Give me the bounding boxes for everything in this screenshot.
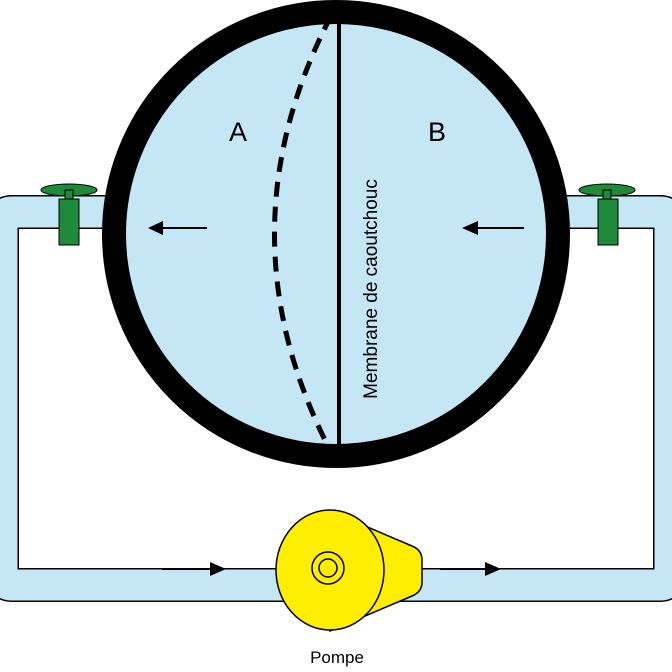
valve-right-icon — [578, 183, 636, 246]
arrow-right-icon — [440, 562, 501, 576]
chamber-a-label: A — [229, 117, 247, 147]
arrow-left-icon — [148, 221, 207, 235]
valve-left-icon — [40, 183, 98, 246]
pump-icon — [275, 509, 423, 633]
membrane-label: Membrane de caoutchouc — [361, 179, 382, 399]
chamber — [102, 0, 570, 468]
pump-hub-inner — [318, 558, 338, 578]
arrow-left-icon — [462, 221, 524, 235]
membrane-deformed-dashed — [272, 14, 334, 454]
arrow-right-icon — [162, 562, 226, 576]
pump-label: Pompe — [310, 648, 364, 667]
chamber-b-label: B — [428, 117, 446, 147]
